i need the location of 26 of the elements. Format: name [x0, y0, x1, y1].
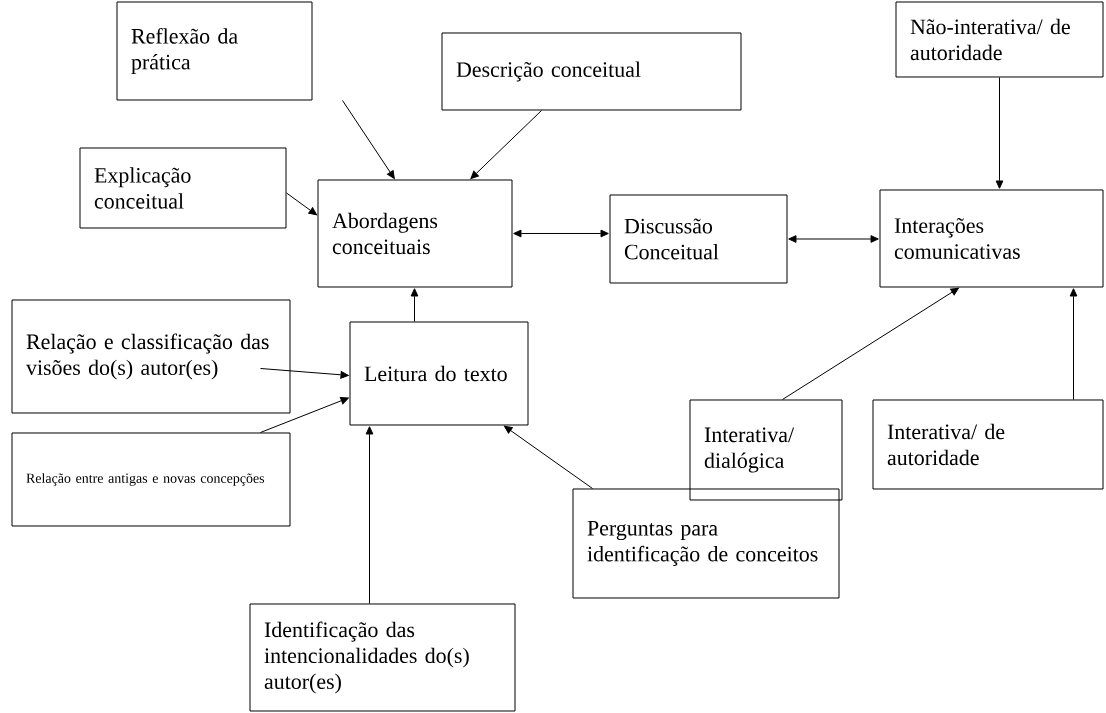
concept-box: Descrição conceitual: [441, 32, 742, 111]
concept-box: Interativa/ de autoridade: [872, 399, 1104, 490]
arrow: [1069, 288, 1078, 400]
arrow: [782, 287, 959, 400]
concept-box: Relação entre antigas e novas concepções: [11, 432, 291, 527]
concept-box: Identificação das intencionalidades do(s) autor(es): [249, 603, 516, 712]
arrow: [365, 426, 374, 604]
arrow: [788, 235, 879, 243]
concept-box: Abordagens conceituais: [317, 179, 513, 288]
arrow: [995, 77, 1004, 189]
concept-box: Explicação conceitual: [79, 147, 287, 229]
concept-box: Interações comunicativas: [879, 189, 1104, 288]
arrow: [513, 229, 609, 238]
concept-box: Não-interativa/ de autoridade: [895, 1, 1104, 78]
arrow: [470, 110, 542, 180]
arrow: [286, 192, 317, 216]
concept-box: Discussão Conceitual: [609, 194, 788, 284]
arrow: [410, 288, 419, 322]
concept-box: Leitura do texto: [349, 321, 529, 426]
arrow: [504, 425, 593, 489]
arrow: [260, 368, 349, 379]
arrow: [342, 100, 395, 179]
concept-box: Interativa/ dialógica: [689, 399, 843, 501]
concept-box: Reflexão da prática: [116, 1, 313, 101]
concept-box: Relação e classificação das visões do(s) autor(es): [11, 299, 291, 414]
concept-box: Perguntas para identificação de conceitos: [572, 488, 840, 599]
